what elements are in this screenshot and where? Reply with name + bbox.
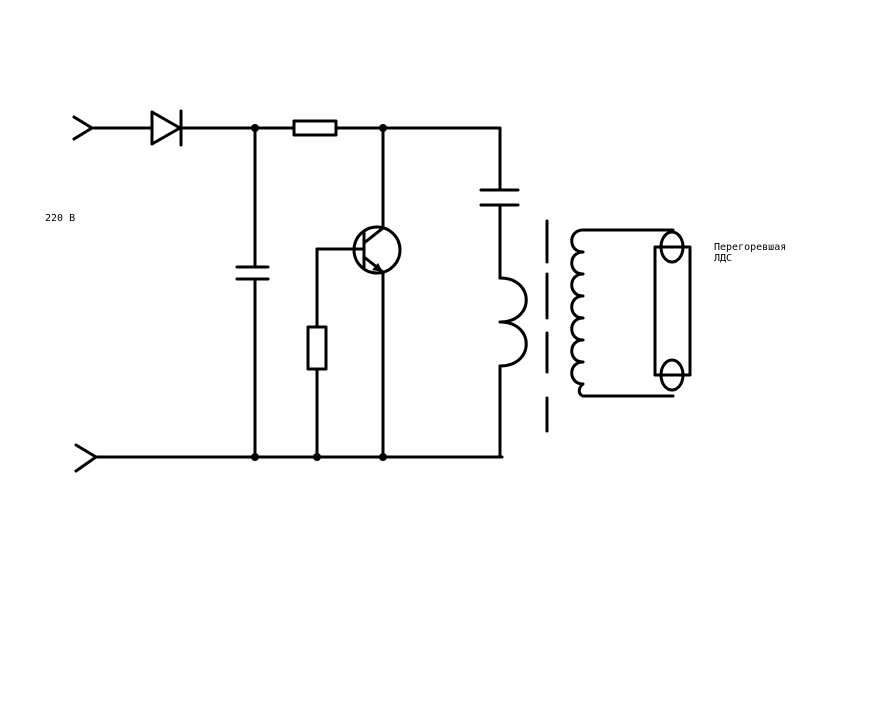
resonant-capacitor	[479, 126, 520, 280]
diode	[150, 109, 183, 147]
resistor-base	[306, 325, 328, 371]
filter-capacitor	[235, 126, 270, 459]
primary-coil	[498, 276, 528, 459]
resistor-top	[292, 119, 338, 137]
lamp-label-line1: Перегоревшая	[714, 242, 787, 253]
input-terminal-bottom	[74, 443, 98, 473]
fluorescent-lamp	[653, 230, 692, 392]
lamp-label-line2: ЛДС	[714, 253, 733, 264]
transistor	[352, 126, 402, 459]
lamp-wires	[581, 228, 675, 398]
input-terminal-top	[72, 115, 94, 141]
lamp-label: Перегоревшая ЛДС	[714, 242, 786, 264]
voltage-label: 220 В	[45, 213, 76, 224]
junction-dots	[251, 124, 387, 461]
secondary-coil	[570, 228, 585, 398]
base-wire	[315, 247, 366, 459]
